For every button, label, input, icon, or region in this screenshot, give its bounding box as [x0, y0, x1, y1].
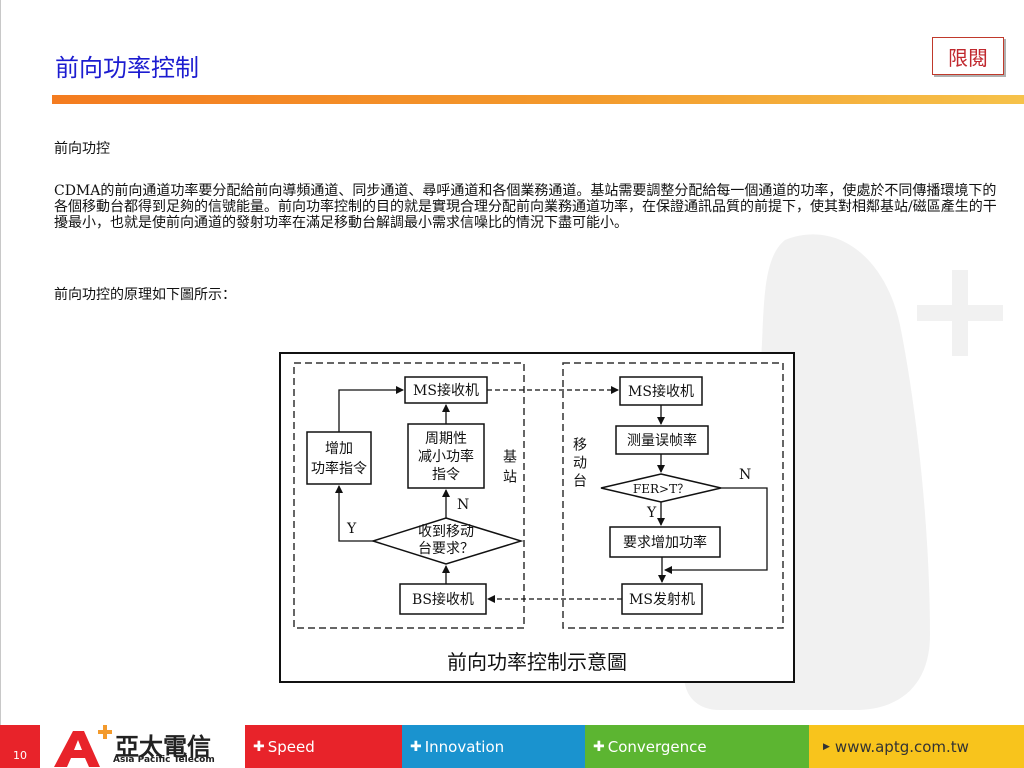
plus-icon: ✚ [410, 738, 422, 755]
edge-fer-no-to-transmitter [664, 487, 768, 574]
svg-text:FER>T？: FER>T？ [633, 482, 689, 496]
title-divider-bar [52, 95, 1024, 104]
edge-label-yes-left: Y [346, 521, 357, 537]
edge-label-yes-right: Y [646, 505, 657, 521]
svg-text:BS接收机: BS接收机 [412, 591, 474, 608]
ms-transmitter-node: MS发射机 [621, 583, 703, 615]
increase-power-command-node: 增加 功率指令 [306, 431, 372, 485]
figure-intro: 前向功控的原理如下圖所示： [54, 287, 236, 303]
footer-speed: ✚Speed [245, 725, 402, 768]
svg-text:减小功率: 减小功率 [418, 448, 474, 465]
plus-icon: ✚ [253, 738, 265, 755]
body-paragraph: CDMA的前向通道功率要分配給前向導頻通道、同步通道、尋呼通道和各個業務通道。基… [54, 183, 997, 231]
edge-label-no-right: N [739, 467, 751, 483]
footer-speed-label: Speed [267, 737, 315, 756]
edge-label-no-left: N [457, 497, 469, 513]
svg-text:指令: 指令 [432, 467, 460, 483]
ms-receiver-left-node: MS接收机 [404, 376, 488, 404]
company-logo: 亞太電信 Asia Pacific Telecom [40, 725, 245, 768]
edge-increase-to-msrecv [338, 386, 404, 432]
bs-region-label: 基站 [501, 448, 517, 489]
footer-innovation-label: Innovation [424, 737, 505, 756]
svg-text:台要求？: 台要求？ [418, 541, 474, 557]
request-received-decision: 收到移动 台要求？ [370, 517, 524, 565]
periodic-reduce-command-node: 周期性 减小功率 指令 [407, 423, 485, 489]
svg-text:增加: 增加 [325, 441, 353, 457]
footer-bar: 10 亞太電信 Asia Pacific Telecom ✚Speed ✚Inn… [0, 725, 1024, 768]
ms-receiver-right-node: MS接收机 [619, 376, 703, 406]
measure-fer-node: 测量误帧率 [615, 425, 709, 455]
svg-text:要求增加功率: 要求增加功率 [623, 534, 707, 551]
figure-caption: 前向功率控制示意圖 [447, 650, 627, 674]
subheading: 前向功控 [54, 141, 110, 157]
svg-text:MS发射机: MS发射机 [629, 592, 695, 608]
footer-convergence-label: Convergence [607, 737, 707, 756]
footer-convergence: ✚Convergence [585, 725, 809, 768]
aptg-a-logo-icon [54, 725, 112, 767]
restricted-stamp: 限閱 [932, 37, 1004, 75]
request-increase-node: 要求增加功率 [609, 526, 721, 558]
svg-text:功率指令: 功率指令 [311, 460, 367, 477]
svg-text:MS接收机: MS接收机 [413, 382, 479, 399]
svg-text:周期性: 周期性 [425, 431, 467, 447]
footer-url-label: www.aptg.com.tw [834, 737, 969, 756]
ms-region-label: 移动台 [571, 437, 587, 491]
fer-threshold-decision: FER>T？ [600, 473, 722, 503]
bs-region-box [293, 362, 525, 629]
logo-chinese-name: 亞太電信 [115, 733, 211, 761]
footer-innovation: ✚Innovation [402, 725, 585, 768]
bs-receiver-node: BS接收机 [399, 583, 487, 615]
triangle-right-icon: ▶ [823, 741, 830, 752]
plus-icon: ✚ [593, 738, 605, 755]
svg-text:收到移动: 收到移动 [418, 524, 474, 540]
svg-text:MS接收机: MS接收机 [628, 383, 694, 400]
left-border-line [0, 0, 1, 725]
slide-title: 前向功率控制 [55, 54, 199, 82]
page-number: 10 [0, 725, 40, 768]
logo-english-name: Asia Pacific Telecom [113, 755, 215, 765]
ms-region-box [562, 362, 784, 629]
svg-text:测量误帧率: 测量误帧率 [627, 432, 697, 449]
edge-decision-yes-to-increase [335, 485, 373, 542]
power-control-diagram: 基站 移动台 MS接收机 增加 功率指令 周期性 减小功率 指令 收到移动 台要… [279, 352, 795, 683]
footer-website-link[interactable]: ▶ www.aptg.com.tw [809, 725, 1024, 768]
